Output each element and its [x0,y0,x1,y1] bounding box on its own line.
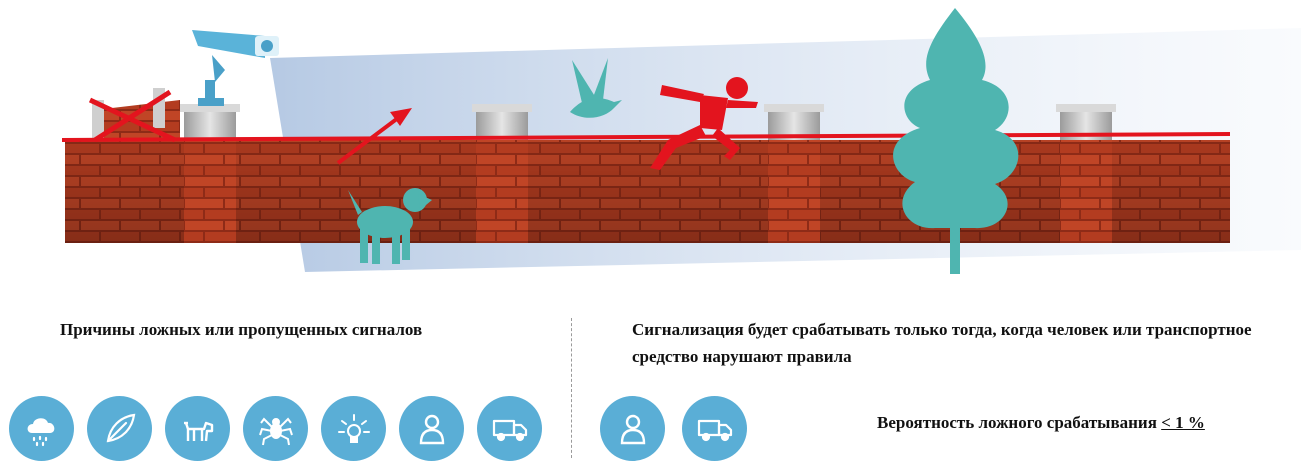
security-camera-icon [192,30,279,106]
intruder-figure [650,77,758,170]
false-alarm-causes-icons [9,396,542,461]
truck-icon [682,396,747,461]
tree-figure [893,8,1019,274]
person-icon [600,396,665,461]
rain-cloud-icon [9,396,74,461]
false-alarm-probability: Вероятность ложного срабатывания < 1 % [877,413,1205,433]
leaf-icon [87,396,152,461]
alarm-sensor-line [61,132,1231,142]
person-icon [399,396,464,461]
probability-value: < 1 % [1161,413,1205,432]
bird-figure [570,58,622,118]
left-caption: Причины ложных или пропущенных сигналов [60,320,423,339]
dashed-divider [571,318,572,458]
true-alarm-icons [600,396,747,461]
intrusion-arrow-icon [336,108,412,165]
right-caption: Сигнализация будет срабатывать только то… [632,320,1252,366]
light-bulb-icon [321,396,386,461]
truck-icon [477,396,542,461]
dog-figure [348,188,432,264]
probability-label: Вероятность ложного срабатывания [877,413,1157,432]
fence-illustration [61,8,1301,274]
dog-icon [165,396,230,461]
spider-icon [243,396,308,461]
old-fence-section [88,88,180,143]
